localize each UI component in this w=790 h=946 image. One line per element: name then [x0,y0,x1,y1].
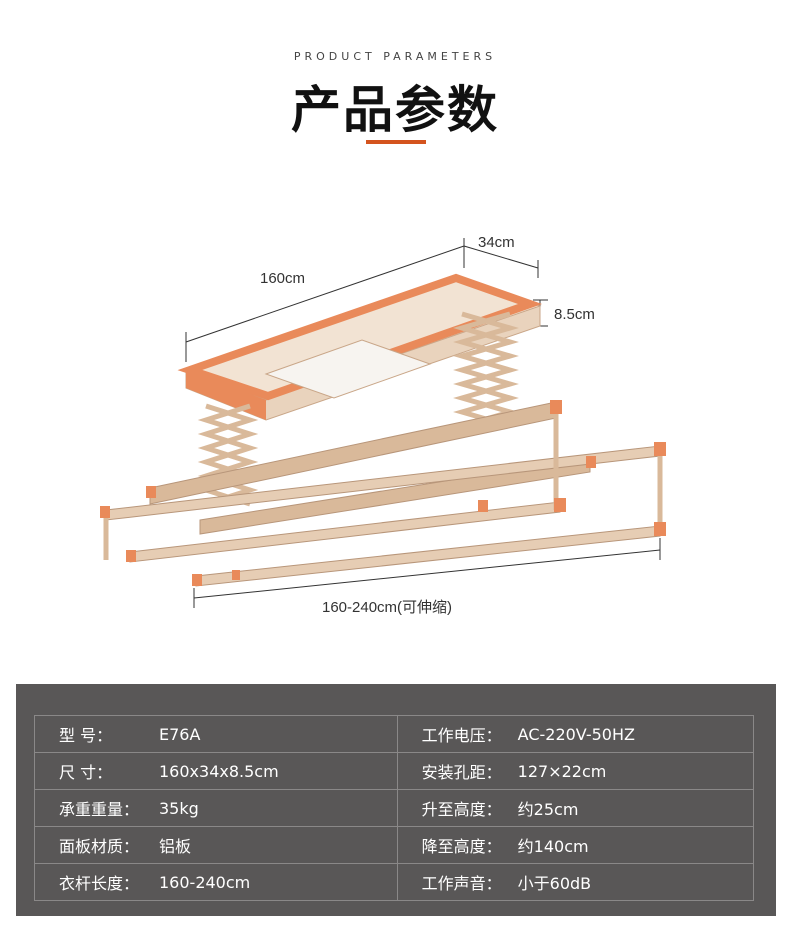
spec-label: 衣杆长度： [59,874,140,893]
spec-label: 工作声音： [421,874,502,893]
spec-value: 160x34x8.5cm [159,761,279,781]
height-dimension-label: 8.5cm [554,306,595,323]
drying-rack-illustration [100,238,666,608]
table-row: 尺 寸： 160x34x8.5cm 安装孔距： 127×22cm [34,752,755,790]
spec-value: 约140cm [517,837,589,856]
spec-value: E76A [159,724,201,744]
spec-panel: 型 号： E76A 工作电压： AC-220V-50HZ 尺 寸： 160x34x8.… [16,684,776,916]
spec-value: 铝板 [159,837,192,856]
spec-label: 尺 寸： [59,763,113,782]
ceiling-housing [177,273,543,421]
spec-value: AC-220V-50HZ [517,724,635,744]
product-figure: 160cm 34cm 8.5cm 160-240cm(可伸缩) [0,220,790,630]
length-dimension-label: 160cm [260,270,306,287]
spec-table: 型 号： E76A 工作电压： AC-220V-50HZ 尺 寸： 160x34x8.… [34,715,755,901]
spec-value: 约25cm [517,800,579,819]
spec-value: 小于60dB [517,874,592,893]
spec-label: 降至高度： [421,837,502,856]
table-row: 衣杆长度： 160-240cm 工作声音： 小于60dB [34,863,755,901]
spec-label: 工作电压： [421,726,502,745]
table-row: 承重重量： 35kg 升至高度： 约25cm [34,789,755,827]
spec-label: 面板材质： [59,837,140,856]
hanging-bars [103,401,663,587]
spec-label: 安装孔距： [421,763,502,782]
spec-value: 35kg [159,798,199,818]
page-title: 产品参数 [291,81,499,139]
end-caps [100,400,666,586]
section-subtitle: PRODUCT PARAMETERS [293,50,497,63]
spec-value: 127×22cm [517,761,607,781]
table-row: 型 号： E76A 工作电压： AC-220V-50HZ [34,715,755,753]
table-row: 面板材质： 铝板 降至高度： 约140cm [34,826,755,864]
title-underline [366,140,426,144]
spec-label: 升至高度： [421,800,502,819]
spec-label: 型 号： [59,726,113,745]
width-dimension-label: 34cm [478,234,515,251]
spec-value: 160-240cm [159,872,251,892]
spec-label: 承重重量： [59,800,140,819]
extended-length-label: 160-240cm(可伸缩) [322,599,453,616]
